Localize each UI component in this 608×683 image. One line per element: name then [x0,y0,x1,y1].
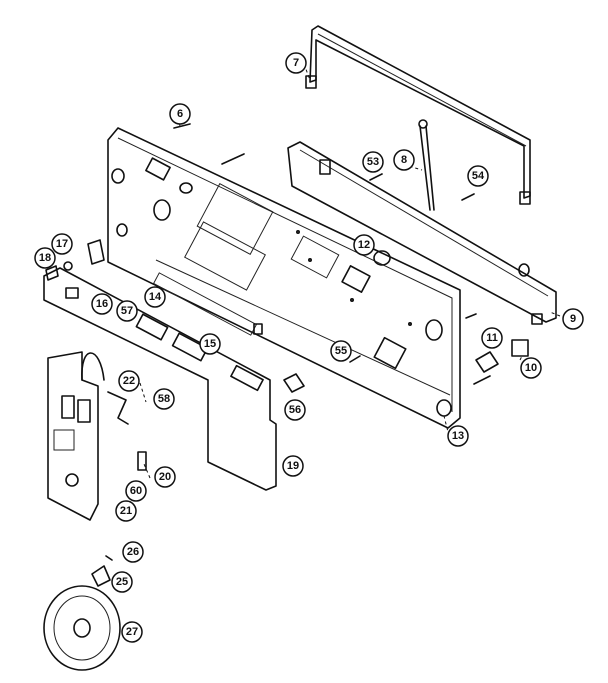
callout-58: 58 [153,388,175,410]
svg-text:55: 55 [335,345,347,357]
svg-text:21: 21 [120,505,132,517]
callout-60: 60 [125,480,147,502]
callout-26: 26 [122,541,144,563]
leader-lines [139,63,561,479]
callout-56: 56 [284,399,306,421]
svg-text:18: 18 [39,252,51,264]
svg-text:19: 19 [287,460,299,472]
callout-7: 7 [285,52,307,74]
callout-25: 25 [111,571,133,593]
svg-text:20: 20 [159,471,171,483]
callout-53: 53 [362,151,384,173]
callout-13: 13 [447,425,469,447]
svg-text:13: 13 [452,430,464,442]
front-chassis [107,127,461,429]
callout-22: 22 [118,370,140,392]
callout-11: 11 [481,327,503,349]
svg-text:15: 15 [204,338,216,350]
svg-text:26: 26 [127,546,139,558]
svg-text:14: 14 [149,291,162,303]
callout-21: 21 [115,500,137,522]
sub-board [47,351,147,521]
svg-text:6: 6 [177,108,183,120]
callout-19: 19 [282,455,304,477]
svg-text:57: 57 [121,305,133,317]
callout-57: 57 [116,300,138,322]
svg-text:54: 54 [472,170,485,182]
svg-text:10: 10 [525,362,537,374]
svg-text:9: 9 [570,313,576,325]
callout-10: 10 [520,357,542,379]
callout-6: 6 [169,103,191,125]
callout-15: 15 [199,333,221,355]
callout-12: 12 [353,234,375,256]
callout-55: 55 [330,340,352,362]
svg-text:7: 7 [293,57,299,69]
callout-27: 27 [121,621,143,643]
callout-17: 17 [51,233,73,255]
telescopic-antenna [418,119,435,211]
svg-text:53: 53 [367,156,379,168]
screws [173,123,491,385]
callout-16: 16 [91,293,113,315]
svg-text:16: 16 [96,298,108,310]
svg-text:58: 58 [158,393,170,405]
svg-text:25: 25 [116,576,128,588]
callout-18: 18 [34,247,56,269]
callout-9: 9 [562,308,584,330]
svg-text:27: 27 [126,626,138,638]
carry-handle [305,25,531,205]
callout-20: 20 [154,466,176,488]
svg-text:60: 60 [130,485,142,497]
svg-text:17: 17 [56,238,68,250]
callout-14: 14 [144,286,166,308]
svg-text:11: 11 [486,332,498,344]
callout-54: 54 [467,165,489,187]
rear-bracket [287,141,557,325]
svg-text:8: 8 [401,154,407,166]
svg-text:22: 22 [123,375,135,387]
small-parts [45,239,529,393]
svg-text:56: 56 [289,404,301,416]
svg-text:12: 12 [358,239,370,251]
callout-8: 8 [393,149,415,171]
speaker-parts [43,555,121,671]
